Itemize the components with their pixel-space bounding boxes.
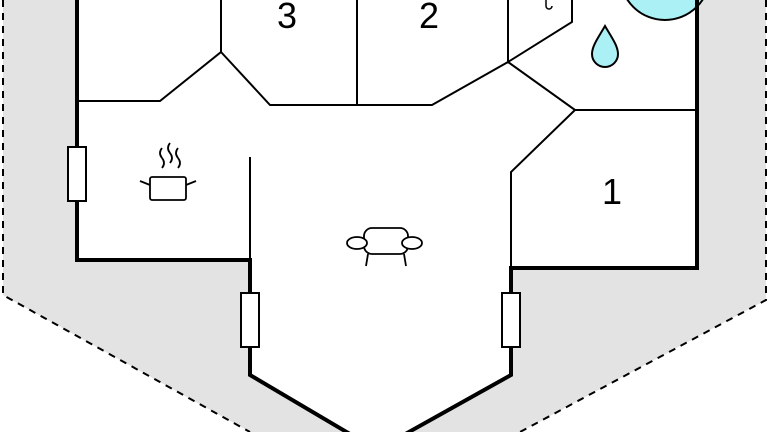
plot-boundary-right xyxy=(519,0,767,432)
house-interior xyxy=(77,0,697,432)
room-label-3: 3 xyxy=(276,0,298,36)
kitchen-pot-icon xyxy=(139,142,197,201)
window-icon xyxy=(67,146,87,202)
room-label-2: 2 xyxy=(418,0,440,36)
window-icon xyxy=(240,292,260,348)
interior-walls xyxy=(77,0,697,268)
plot-boundary-left xyxy=(2,0,251,432)
water-drop-icon xyxy=(590,24,620,68)
bathtub-icon xyxy=(626,0,704,21)
window-icon xyxy=(501,292,521,348)
faucet-icon xyxy=(545,0,553,10)
room-label-1: 1 xyxy=(601,171,623,212)
sofa-icon xyxy=(346,227,423,267)
